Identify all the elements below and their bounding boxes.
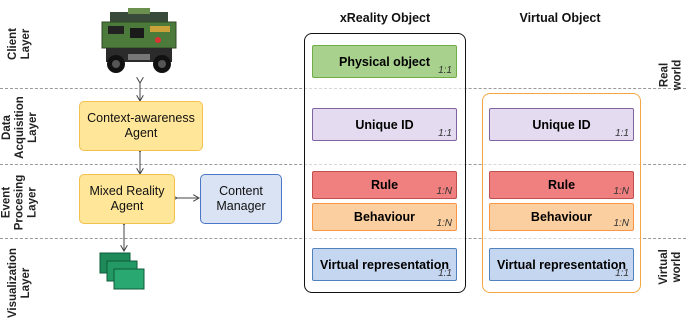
virtual-rule-cardinality: 1:N: [613, 186, 629, 197]
xreality-rule-cardinality: 1:N: [436, 186, 452, 197]
xreality-behaviour-label: Behaviour: [353, 210, 416, 224]
xreality-unique-id-cardinality: 1:1: [438, 128, 452, 139]
virtual-behaviour: Behaviour 1:N: [489, 203, 634, 231]
virtual-world-label: Virtual world: [658, 232, 684, 302]
screens-icon: [99, 252, 145, 290]
mixed-reality-agent-label: Mixed Reality Agent: [89, 184, 165, 213]
real-world-text: Real world: [658, 59, 684, 91]
mixed-reality-agent-box: Mixed Reality Agent: [79, 174, 175, 224]
virtual-rule: Rule 1:N: [489, 171, 634, 199]
virtual-unique-id-label: Unique ID: [532, 117, 591, 132]
real-world-label: Real world: [658, 40, 684, 110]
context-awareness-agent-box: Context-awareness Agent: [79, 101, 203, 151]
virtual-rule-label: Rule: [547, 178, 576, 192]
xreality-rule: Rule 1:N: [312, 171, 457, 199]
virtual-behaviour-label: Behaviour: [530, 210, 593, 224]
xreality-physical-object: Physical object 1:1: [312, 45, 457, 78]
virtual-object-title: Virtual Object: [519, 11, 601, 25]
content-manager-box: Content Manager: [200, 174, 282, 224]
xreality-behaviour-cardinality: 1:N: [436, 218, 452, 229]
virtual-world-text: Virtual world: [658, 249, 684, 285]
xreality-physical-object-cardinality: 1:1: [438, 65, 452, 76]
xreality-unique-id-label: Unique ID: [355, 117, 414, 132]
xreality-unique-id: Unique ID 1:1: [312, 108, 457, 141]
xreality-behaviour: Behaviour 1:N: [312, 203, 457, 231]
virtual-virtual-representation-cardinality: 1:1: [615, 268, 629, 279]
xreality-virtual-representation-label: Virtual representation: [320, 257, 449, 272]
virtual-unique-id-cardinality: 1:1: [615, 128, 629, 139]
xreality-virtual-representation: Virtual representation 1:1: [312, 248, 457, 281]
robot-device-image: [101, 8, 177, 73]
context-awareness-agent-label: Context-awareness Agent: [87, 111, 195, 140]
virtual-virtual-representation-label: Virtual representation: [497, 257, 626, 272]
virtual-unique-id: Unique ID 1:1: [489, 108, 634, 141]
virtual-behaviour-cardinality: 1:N: [613, 218, 629, 229]
xreality-physical-object-label: Physical object: [338, 54, 430, 69]
xreality-virtual-representation-cardinality: 1:1: [438, 268, 452, 279]
xreality-object-title: xReality Object: [339, 11, 431, 25]
virtual-virtual-representation: Virtual representation 1:1: [489, 248, 634, 281]
content-manager-label: Content Manager: [216, 184, 266, 213]
xreality-rule-label: Rule: [370, 178, 399, 192]
